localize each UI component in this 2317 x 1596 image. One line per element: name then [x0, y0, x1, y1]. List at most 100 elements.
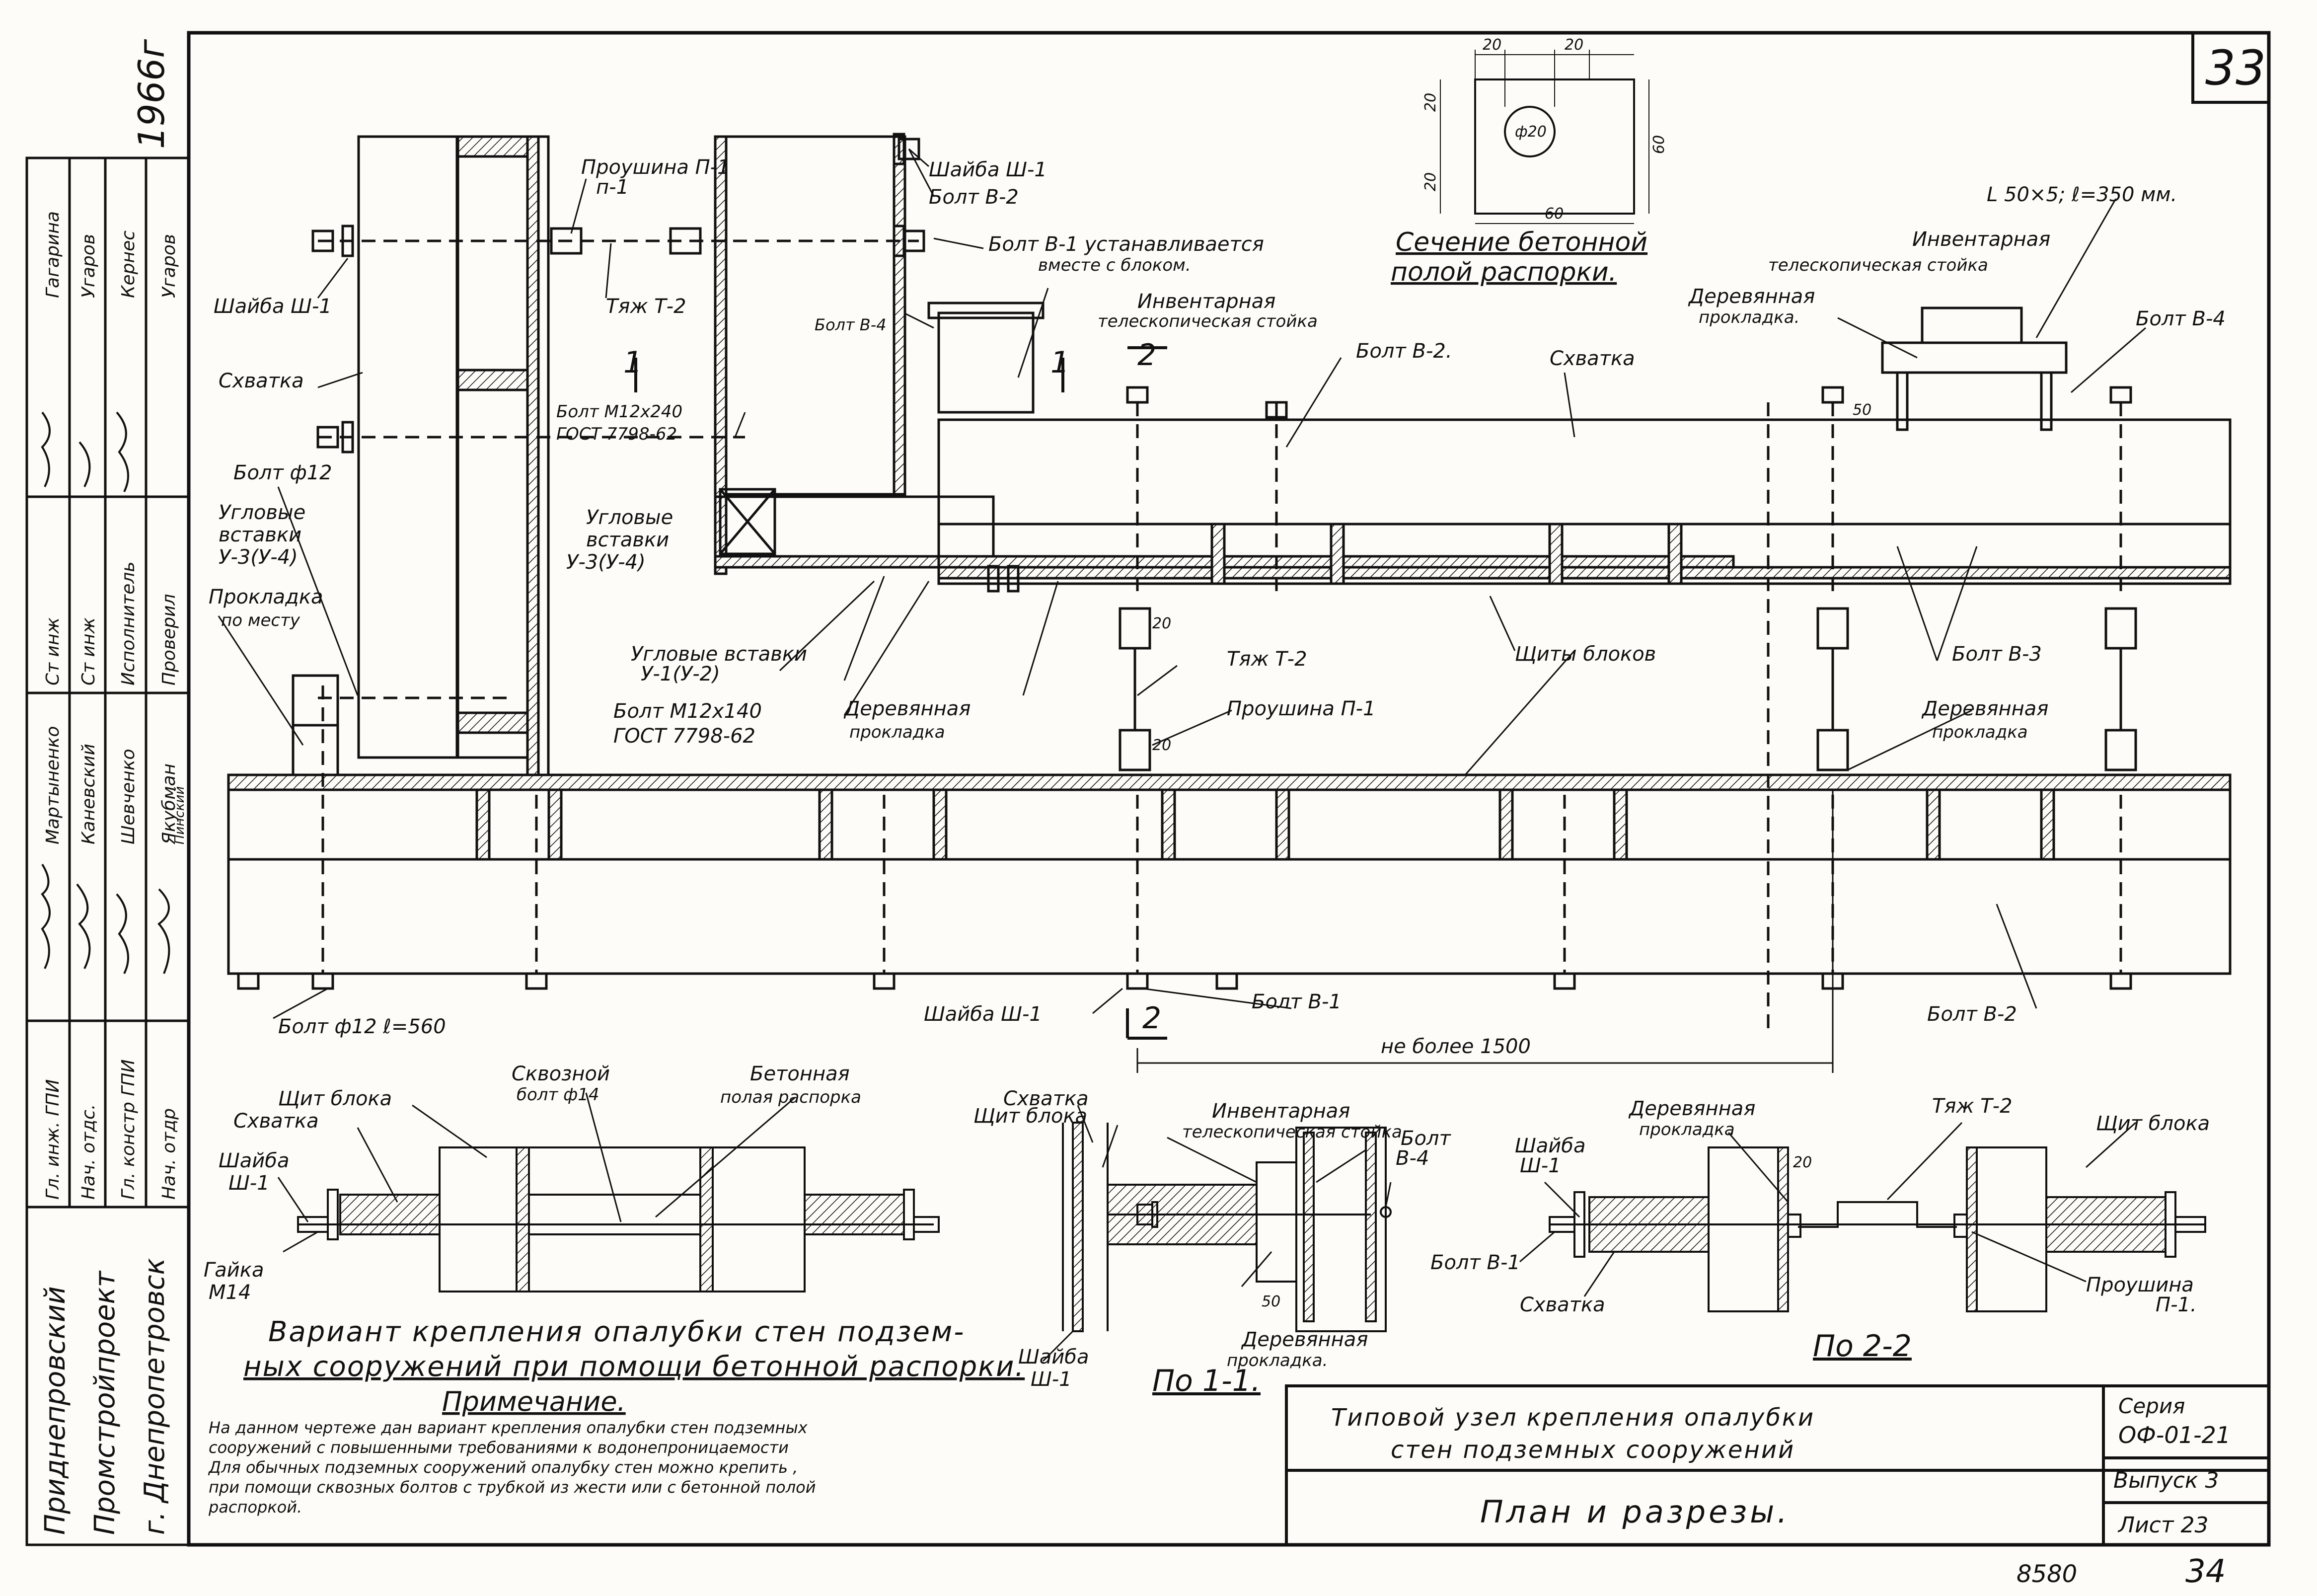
section-1-1-leaders [1042, 1105, 1392, 1362]
label-corner-c1: Угловые вставки [631, 643, 807, 666]
year: 1966г [131, 39, 172, 149]
label-11-wood-2: прокладка. [1227, 1351, 1328, 1370]
dim-20a: 20 [1152, 615, 1171, 632]
label-bolt-v4-right: Болт В-4 [2136, 307, 2226, 330]
label-shayba-1: Шайба [219, 1149, 289, 1172]
label-11-wood-1: Деревянная [1241, 1328, 1368, 1351]
section-2-2-labels: Деревянная прокладка Тяж Т-2 Щит блока Ш… [1430, 1095, 2210, 1316]
signatures [41, 411, 170, 974]
label-bolt-m12x140-1: Болт М12х140 [613, 700, 762, 723]
stamp-role: Исполнитель [118, 561, 139, 685]
label-gayka-1: Гайка [204, 1259, 264, 1282]
label-skhvatka-mid: Схватка [1550, 347, 1635, 370]
stamp-name: Пинский [172, 786, 187, 844]
label-22-bolt-v1: Болт В-1 [1430, 1251, 1520, 1274]
label-wood-pad-mid-1: Деревянная [843, 697, 971, 720]
label-11-skhvatka: Схватка [1003, 1087, 1089, 1110]
title-line-1: Типовой узел крепления опалубки [1331, 1404, 1815, 1432]
dim-60-right: 60 [1650, 135, 1668, 154]
bottom-right-number: 34 [2185, 1553, 2226, 1590]
stamp-name: Угаров [78, 234, 99, 298]
label-telescopic-2: телескопическая стойка [1098, 311, 1318, 331]
label-wood-pad-r2: прокладка. [1699, 307, 1799, 327]
concrete-section-labels: 20 20 20 20 60 60 ф20 [1422, 36, 1668, 223]
label-11-shchit-bloka: Щит блока [973, 1105, 1087, 1128]
note-line: при помощи сквозных болтов с трубкой из … [209, 1478, 816, 1497]
stamp-role: Гл. констр ГПИ [118, 1060, 139, 1200]
concrete-section-title-2: полой распорки. [1391, 257, 1617, 287]
sheet-number-box: 33 [2191, 31, 2270, 104]
label-bolt-v2-mid: Болт В-2. [1356, 340, 1452, 363]
label-11-shayba-1: Шайба [1018, 1346, 1089, 1368]
label-betonnaya-1: Бетонная [750, 1063, 850, 1085]
label-telescopic-r2: телескопическая стойка [1768, 255, 1988, 275]
label-11-bolt-2: В-4 [1396, 1147, 1429, 1170]
cut-mark-1b: 1 [1050, 345, 1069, 380]
section-1-1 [1062, 1122, 1392, 1332]
series-value: ОФ-01-21 [2118, 1422, 2231, 1448]
stamp-name: Шевченко [118, 749, 139, 844]
label-bolt-v4-left: Болт В-4 [815, 315, 887, 334]
label-corner-a3: У-3(У-4) [219, 546, 298, 569]
org-line3: г. Днепропетровск [139, 1258, 171, 1535]
label-corner-a1: Угловые [219, 501, 305, 524]
org-line1: Приднепровский [39, 1286, 72, 1535]
label-22-wood-1: Деревянная [1628, 1097, 1755, 1120]
concrete-section-title-1: Сечение бетонной [1396, 228, 1647, 257]
label-wood-pad-r3: Деревянная [1921, 697, 2048, 720]
label-skvoznoy-1: Сквозной [512, 1063, 610, 1085]
label-22-wood-2: прокладка [1639, 1120, 1735, 1140]
dim-20-top-b: 20 [1565, 36, 1583, 54]
plan-leaders [218, 148, 2146, 1019]
label-bolt-v1-note1: Болт В-1 устанавливается [988, 233, 1264, 256]
stamp-role: Нач. отдс. [78, 1104, 99, 1200]
concrete-section [1440, 50, 1649, 224]
label-11-telescopic-1: Инвентарная [1212, 1100, 1350, 1123]
variant-labels: Щит блока Схватка Сквозной болт ф14 Бето… [204, 1063, 861, 1304]
left-stamp [25, 156, 190, 1546]
issue: Выпуск 3 [2113, 1468, 2219, 1493]
label-22-proushina-2: П-1. [2156, 1293, 2197, 1316]
label-shchity-blokov: Щиты блоков [1515, 643, 1656, 666]
sheet-number: 33 [2205, 40, 2266, 96]
label-wood-pad-r4: прокладка [1932, 722, 2028, 742]
variant-caption-2: ных сооружений при помощи бетонной распо… [243, 1351, 1025, 1383]
label-skhvatka: Схватка [233, 1110, 319, 1133]
label-bolt-v1-bottom: Болт В-1 [1252, 990, 1342, 1013]
label-corner-b3: У-3(У-4) [566, 551, 646, 574]
stamp-name: Угаров [159, 234, 179, 298]
label-11-shayba-2: Ш-1 [1031, 1368, 1072, 1391]
stamp-name: Каневский [78, 744, 99, 844]
label-22-proushina-1: Проушина [2086, 1274, 2194, 1296]
section-2-2-leaders [1519, 1122, 2137, 1297]
label-proushina-top: Проушина П-1 [581, 156, 730, 179]
sheet-label: Лист 23 [2117, 1513, 2208, 1538]
label-skvoznoy-2: болт ф14 [517, 1085, 599, 1105]
label-angle-spec: L 50×5; ℓ=350 мм. [1987, 183, 2177, 206]
plan-labels: Шайба Ш-1 Болт В-2 Проушина П-1 п-1 Шайб… [209, 156, 2226, 1058]
label-bolt-m12x240-1: Болт М12х240 [556, 402, 682, 422]
note-title: Примечание. [442, 1386, 626, 1417]
label-bolt-m12x240-2: ГОСТ 7798-62 [556, 424, 677, 444]
label-22-shchit-bloka: Щит блока [2096, 1112, 2210, 1135]
dim-20-top-a: 20 [1483, 36, 1501, 54]
bottom-left-number: 8580 [2017, 1560, 2077, 1588]
dim-20-left-a: 20 [1422, 93, 1439, 112]
org-line2: Промстройпроект [89, 1271, 121, 1535]
organization: Приднепровский Промстройпроект г. Днепро… [39, 1258, 171, 1535]
stamp-name: Гагарина [43, 211, 63, 298]
variant-leaders [277, 1092, 795, 1253]
title-block [1285, 1384, 2270, 1546]
stamp-name: Кернес [118, 230, 139, 298]
label-corner-c2: У-1(У-2) [641, 663, 720, 685]
section-1-1-caption: По 1-1. [1152, 1364, 1261, 1398]
label-shayba-bottom: Шайба Ш-1 [924, 1003, 1042, 1026]
label-shayba-2: Ш-1 [228, 1172, 270, 1195]
label-gayka-2: М14 [209, 1281, 251, 1304]
title-line-2: стен подземных сооружений [1391, 1436, 1795, 1464]
label-bolt-f12: Болт ф12 [233, 461, 332, 484]
cut-mark-2: 2 [1137, 338, 1156, 373]
stamp-role: Гл. инж. ГПИ [43, 1079, 63, 1200]
note-line: Для обычных подземных сооружений опалубк… [208, 1458, 798, 1477]
